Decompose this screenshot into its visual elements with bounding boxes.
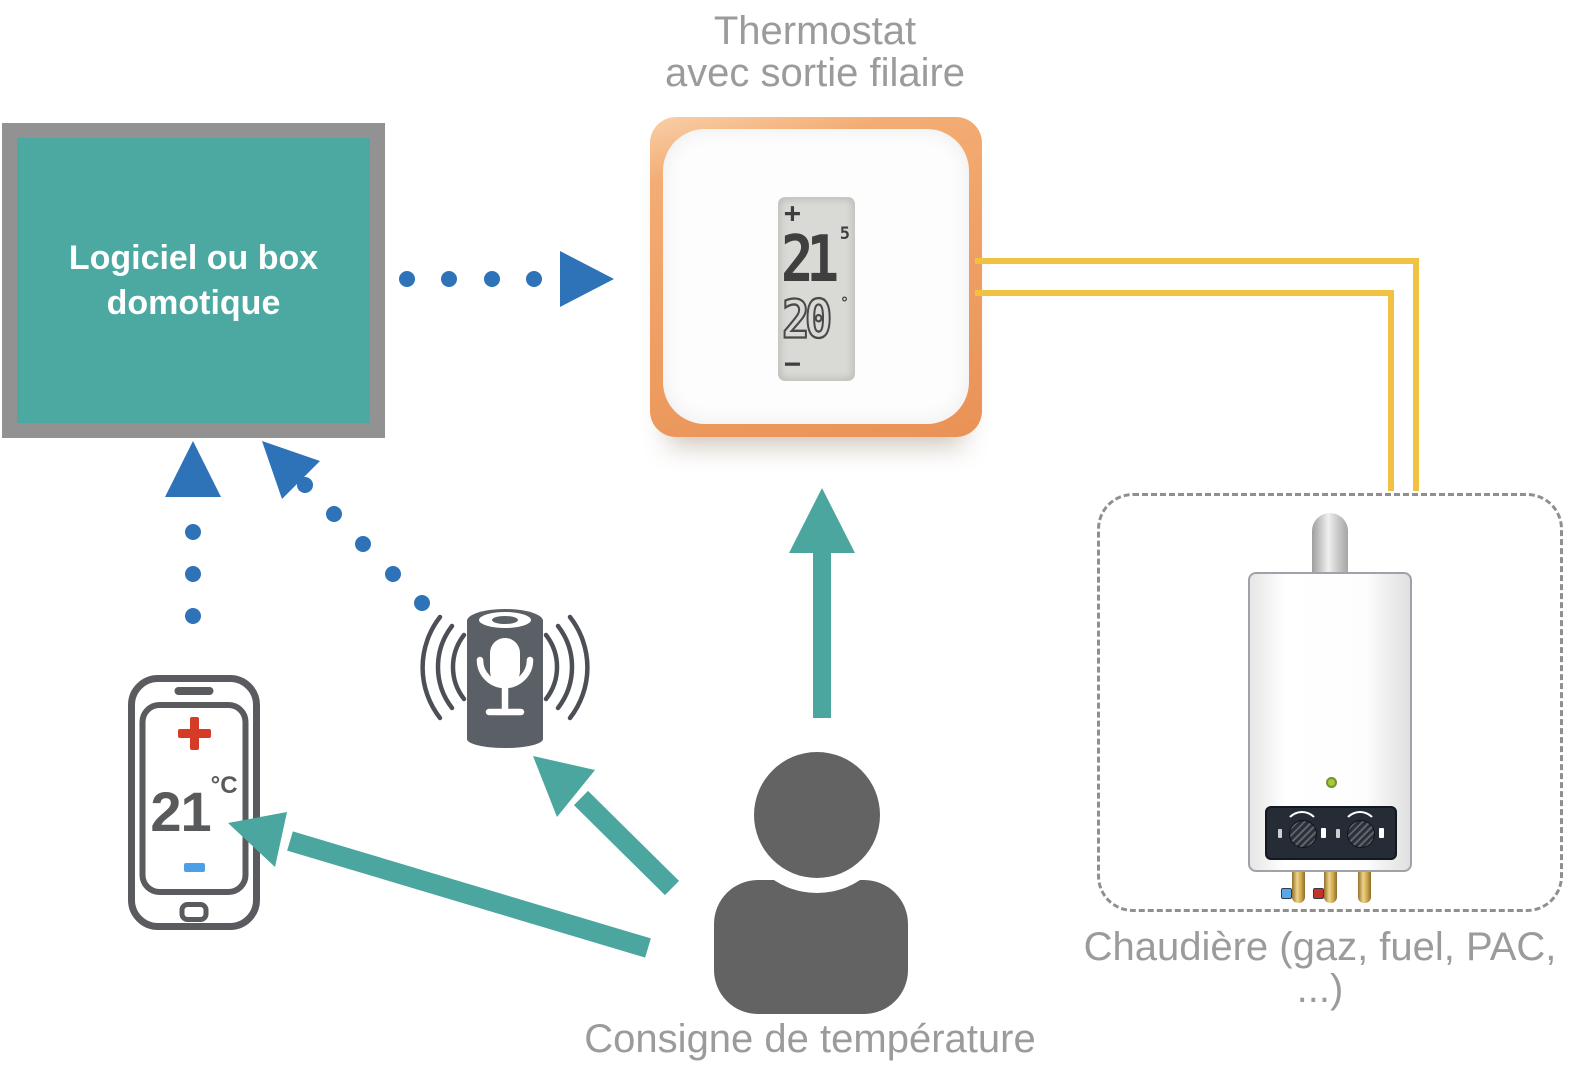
arrow-person-to-phone: [228, 812, 651, 958]
arrow-person-to-thermostat: [789, 488, 855, 718]
boiler-led: [1326, 777, 1337, 788]
lcd-ambient: 20: [781, 287, 833, 351]
boiler-label: Chaudière (gaz, fuel, PAC, ...): [1083, 925, 1557, 1012]
domotique-label-line1: Logiciel ou box: [68, 238, 319, 277]
boiler-pipe-3: [1358, 872, 1371, 903]
thermostat-lcd: + 21 5 20 ° −: [778, 196, 855, 381]
phone-screen: 21°C: [139, 702, 249, 895]
lcd-setpoint-decimal: 5: [839, 224, 850, 244]
lcd-degree-icon: °: [839, 294, 849, 312]
phone-temperature: 21°C: [146, 772, 243, 844]
boiler-control-panel: [1265, 806, 1397, 860]
person-head: [754, 752, 880, 878]
boiler-icon: [1248, 572, 1412, 872]
boiler-knob-left: [1277, 810, 1326, 856]
smart-speaker-icon: [420, 609, 590, 748]
domotique-box: Logiciel ou box domotique: [2, 123, 385, 438]
boiler-pipe-2: [1324, 872, 1337, 903]
smartphone-icon: 21°C: [128, 675, 260, 930]
boiler-chimney: [1312, 513, 1348, 575]
microphone-icon: [476, 638, 534, 716]
phone-home-button: [179, 902, 209, 922]
domotique-box-label: Logiciel ou box domotique: [69, 236, 318, 326]
phone-temp-unit: °C: [210, 772, 238, 799]
minus-icon: [183, 863, 205, 872]
thermostat-device: + 21 5 20 ° −: [650, 117, 982, 437]
dotted-arrow-speaker-to-box: [262, 441, 430, 611]
lcd-setpoint: 21: [781, 222, 839, 297]
person-icon: [714, 740, 908, 1014]
person-label: Consigne de température: [584, 1017, 1036, 1061]
phone-earpiece: [174, 687, 214, 695]
boiler-zone-border: [1097, 493, 1563, 912]
thermostat-title-line2: avec sortie filaire: [664, 51, 966, 96]
boiler-pipe-1: [1292, 872, 1305, 903]
domotique-label-line2: domotique: [106, 283, 281, 322]
thermostat-title: Thermostat avec sortie filaire: [600, 10, 1030, 95]
dotted-arrow-phone-to-box: [165, 441, 221, 624]
arrow-person-to-speaker: [533, 756, 680, 896]
boiler-knob-right: [1336, 810, 1385, 856]
lcd-minus-icon: −: [784, 347, 801, 380]
sound-waves-icon: [420, 614, 590, 721]
boiler-valve-red: [1313, 888, 1324, 899]
phone-temp-value: 21: [150, 780, 211, 843]
wire-thermostat-to-boiler: [975, 258, 1419, 491]
plus-icon: [177, 717, 211, 750]
person-body: [714, 880, 908, 1014]
boiler-valve-blue: [1281, 888, 1292, 899]
lcd-plus-icon: +: [784, 196, 801, 229]
thermostat-title-line1: Thermostat: [713, 9, 917, 53]
dotted-arrow-box-to-thermostat: [399, 251, 614, 307]
